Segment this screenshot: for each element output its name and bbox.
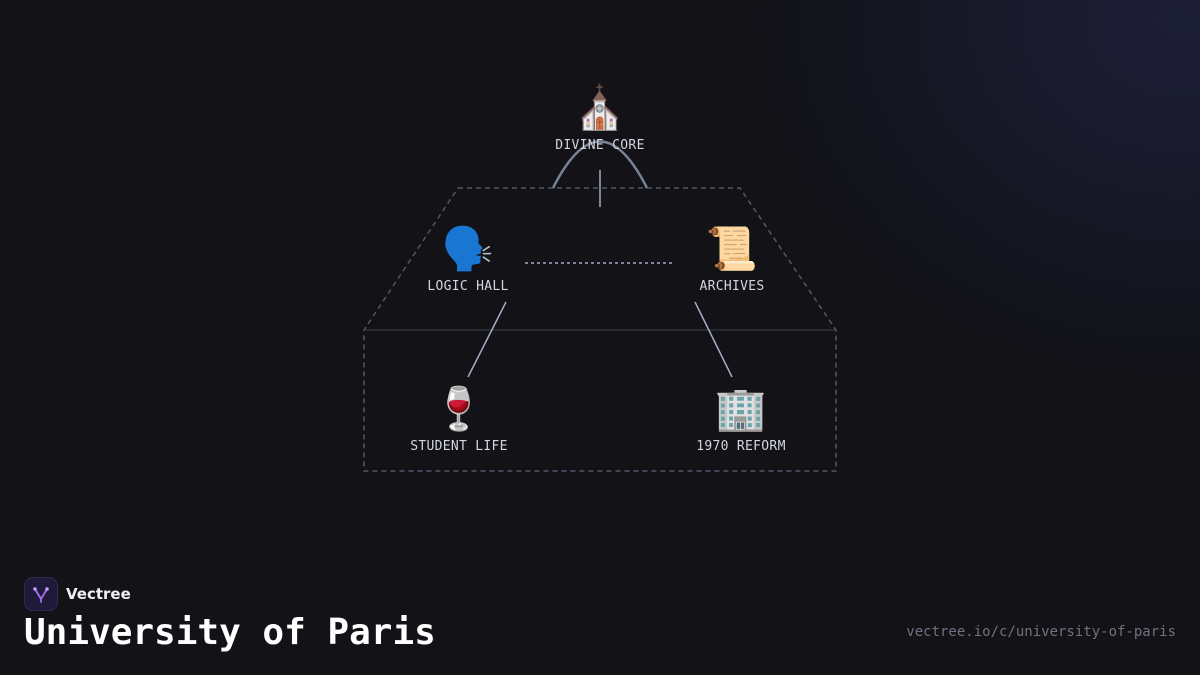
node-label: DIVINE CORE bbox=[555, 138, 645, 153]
node-logic-hall[interactable]: 🗣️ LOGIC HALL bbox=[388, 223, 548, 294]
node-student-life[interactable]: 🍷 STUDENT LIFE bbox=[379, 383, 539, 454]
page-url[interactable]: vectree.io/c/university-of-paris bbox=[906, 624, 1176, 640]
node-archives[interactable]: 📜 ARCHIVES bbox=[652, 223, 812, 294]
connector-archives-reform bbox=[694, 301, 733, 378]
brand-name: Vectree bbox=[66, 585, 131, 603]
node-1970-reform[interactable]: 🏢 1970 REFORM bbox=[661, 383, 821, 454]
logo-mark bbox=[33, 587, 49, 603]
node-label: ARCHIVES bbox=[699, 279, 765, 294]
vectree-logo-icon bbox=[24, 577, 58, 611]
node-divine-core[interactable]: ⛪ DIVINE CORE bbox=[520, 82, 680, 153]
scroll-icon: 📜 bbox=[705, 224, 759, 273]
connector-logic-student bbox=[467, 301, 507, 378]
church-icon: ⛪ bbox=[573, 83, 627, 132]
node-label: LOGIC HALL bbox=[427, 279, 509, 294]
page-title: University of Paris bbox=[24, 612, 436, 653]
dome-arc bbox=[551, 140, 649, 189]
speaking-head-icon: 🗣️ bbox=[441, 224, 495, 273]
node-label: 1970 REFORM bbox=[696, 439, 786, 454]
node-label: STUDENT LIFE bbox=[410, 439, 508, 454]
office-building-icon: 🏢 bbox=[714, 384, 768, 433]
brand[interactable]: Vectree bbox=[24, 577, 131, 611]
wine-glass-icon: 🍷 bbox=[432, 384, 486, 433]
